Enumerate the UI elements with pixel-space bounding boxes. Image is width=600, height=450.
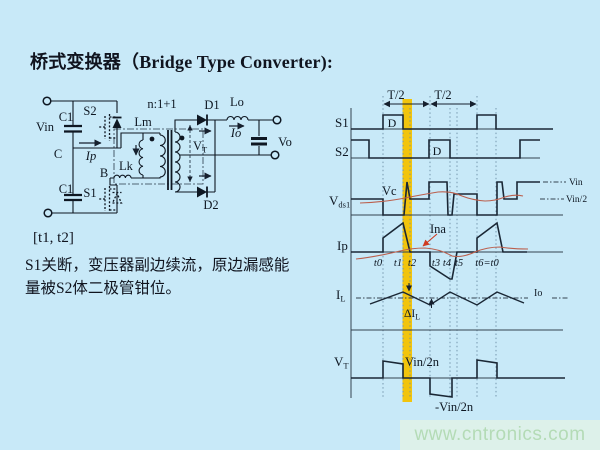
ina-pointer-arrow — [422, 233, 438, 247]
period-annotation: T/2 T/2 — [383, 88, 477, 108]
output-capacitor — [251, 137, 267, 146]
c1-top-label: C1 — [59, 110, 74, 124]
highlight-interval-bar — [402, 99, 412, 402]
time-t2: t2 — [408, 258, 417, 269]
primary-winding-coil — [159, 134, 166, 178]
transformer-core — [167, 130, 173, 190]
watermark-band: www.cntronics.com — [400, 420, 600, 450]
d2-label: D2 — [203, 198, 218, 212]
turns-ratio-label: n:1+1 — [147, 97, 176, 111]
d1-label: D1 — [204, 98, 219, 112]
io-label: Io — [230, 126, 241, 140]
red-curves — [355, 191, 529, 260]
description-line-1: S1关断，变压器副边续流，原边漏感能 — [25, 257, 290, 274]
output-terminal-top — [272, 115, 282, 125]
time-t3: t3 — [432, 258, 440, 269]
s1-label: S1 — [83, 186, 96, 200]
primary-polarity-dot — [149, 136, 155, 142]
lk-label: Lk — [119, 159, 134, 173]
delta-il-annotation: ΔIL — [404, 283, 435, 322]
watermark-text: www.cntronics.com — [414, 424, 586, 445]
ip-row-label: Ip — [337, 238, 348, 253]
vds1-waveform — [351, 181, 540, 216]
input-terminal-bottom — [43, 208, 53, 218]
vin-label: Vin — [36, 120, 55, 134]
timing-diagram: T/2 T/2 Vc Ina S1 S2 Vds1 Ip IL VT — [329, 88, 587, 414]
t-half-label-2: T/2 — [434, 88, 451, 102]
ina-curve — [355, 246, 529, 260]
s2-body-diode-icon — [112, 116, 122, 128]
s1-row-label: S1 — [335, 115, 349, 130]
vin-ref-label: Vin — [569, 178, 583, 188]
vt-positive-level-label: Vin/2n — [405, 355, 440, 369]
secondary-winding-coil — [174, 131, 181, 193]
vc-label: Vc — [382, 184, 397, 198]
s1-waveform — [351, 114, 553, 130]
node-c-label: C — [54, 147, 62, 161]
time-t6: t6=t0 — [475, 258, 499, 269]
delta-il-label: ΔIL — [404, 308, 420, 322]
output-terminal-bottom — [270, 150, 280, 160]
waveforms — [351, 114, 565, 398]
row-labels: S1 S2 Vds1 Ip IL VT — [329, 115, 350, 371]
current-arrows — [79, 122, 245, 180]
s2-row-label: S2 — [335, 144, 349, 159]
capacitor-c1-top — [64, 124, 82, 133]
leakage-inductor-coil — [113, 174, 132, 179]
s2-mosfet-icon — [99, 114, 117, 141]
time-labels: t0 t1 t2 t3 t4 t5 t6=t0 — [374, 258, 500, 269]
input-terminal-top — [42, 96, 52, 106]
ip-waveform — [351, 221, 527, 280]
capacitor-c1-bottom — [64, 193, 82, 202]
vin-half-ref-label: Vin/2 — [566, 195, 587, 205]
slide-title: 桥式变换器（Bridge Type Converter): — [30, 52, 334, 72]
output-inductor-coil — [226, 115, 249, 121]
c1-bottom-label: C1 — [59, 182, 74, 196]
time-t0: t0 — [374, 258, 383, 269]
time-gridlines — [382, 96, 497, 398]
time-t4: t4 — [443, 258, 452, 269]
terminals — [42, 96, 282, 218]
magnetizing-inductor-coil — [138, 139, 144, 176]
vds1-row-label: Vds1 — [329, 193, 350, 210]
vt-negative-level-label: -Vin/2n — [435, 400, 474, 414]
circuit-schematic: Vin C1 C1 S2 S1 C Ip B Lm Lk n:1+1 D1 D2… — [36, 95, 292, 218]
t-half-label-1: T/2 — [387, 88, 404, 102]
secondary-polarity-dot — [179, 135, 185, 141]
diode-d2-icon — [197, 186, 208, 198]
il-waveform — [369, 291, 525, 306]
ip-label: Ip — [85, 149, 96, 163]
lo-label: Lo — [230, 95, 244, 109]
time-t1: t1 — [394, 258, 402, 269]
node-b-label: B — [100, 166, 108, 180]
time-t5: t5 — [455, 258, 463, 269]
il-row-label: IL — [336, 287, 346, 304]
circuit-wires — [51, 100, 273, 214]
s1-mosfet-icon — [99, 186, 123, 213]
vc-curve — [359, 191, 524, 204]
interval-label: [t1, t2] — [33, 230, 74, 246]
circuit-labels: Vin C1 C1 S2 S1 C Ip B Lm Lk n:1+1 D1 D2… — [36, 95, 292, 212]
transformer-model-box — [113, 128, 204, 185]
reference-levels — [356, 181, 568, 299]
ina-label: Ina — [430, 222, 446, 236]
vt-row-label: VT — [334, 354, 349, 371]
duty-label-s2: D — [433, 144, 442, 158]
diode-d1-icon — [197, 114, 208, 126]
io-ref-label: Io — [534, 288, 542, 299]
vt-waveform — [351, 359, 565, 398]
lm-label: Lm — [134, 115, 152, 129]
vo-label: Vo — [278, 135, 292, 149]
s2-label: S2 — [83, 104, 96, 118]
duty-label-s1: D — [388, 116, 397, 130]
s2-waveform — [351, 139, 540, 159]
description-line-2: 量被S2体二极管钳位。 — [25, 280, 181, 297]
vt-label: VT — [193, 139, 208, 155]
description-text: S1关断，变压器副边续流，原边漏感能 量被S2体二极管钳位。 — [25, 254, 315, 300]
